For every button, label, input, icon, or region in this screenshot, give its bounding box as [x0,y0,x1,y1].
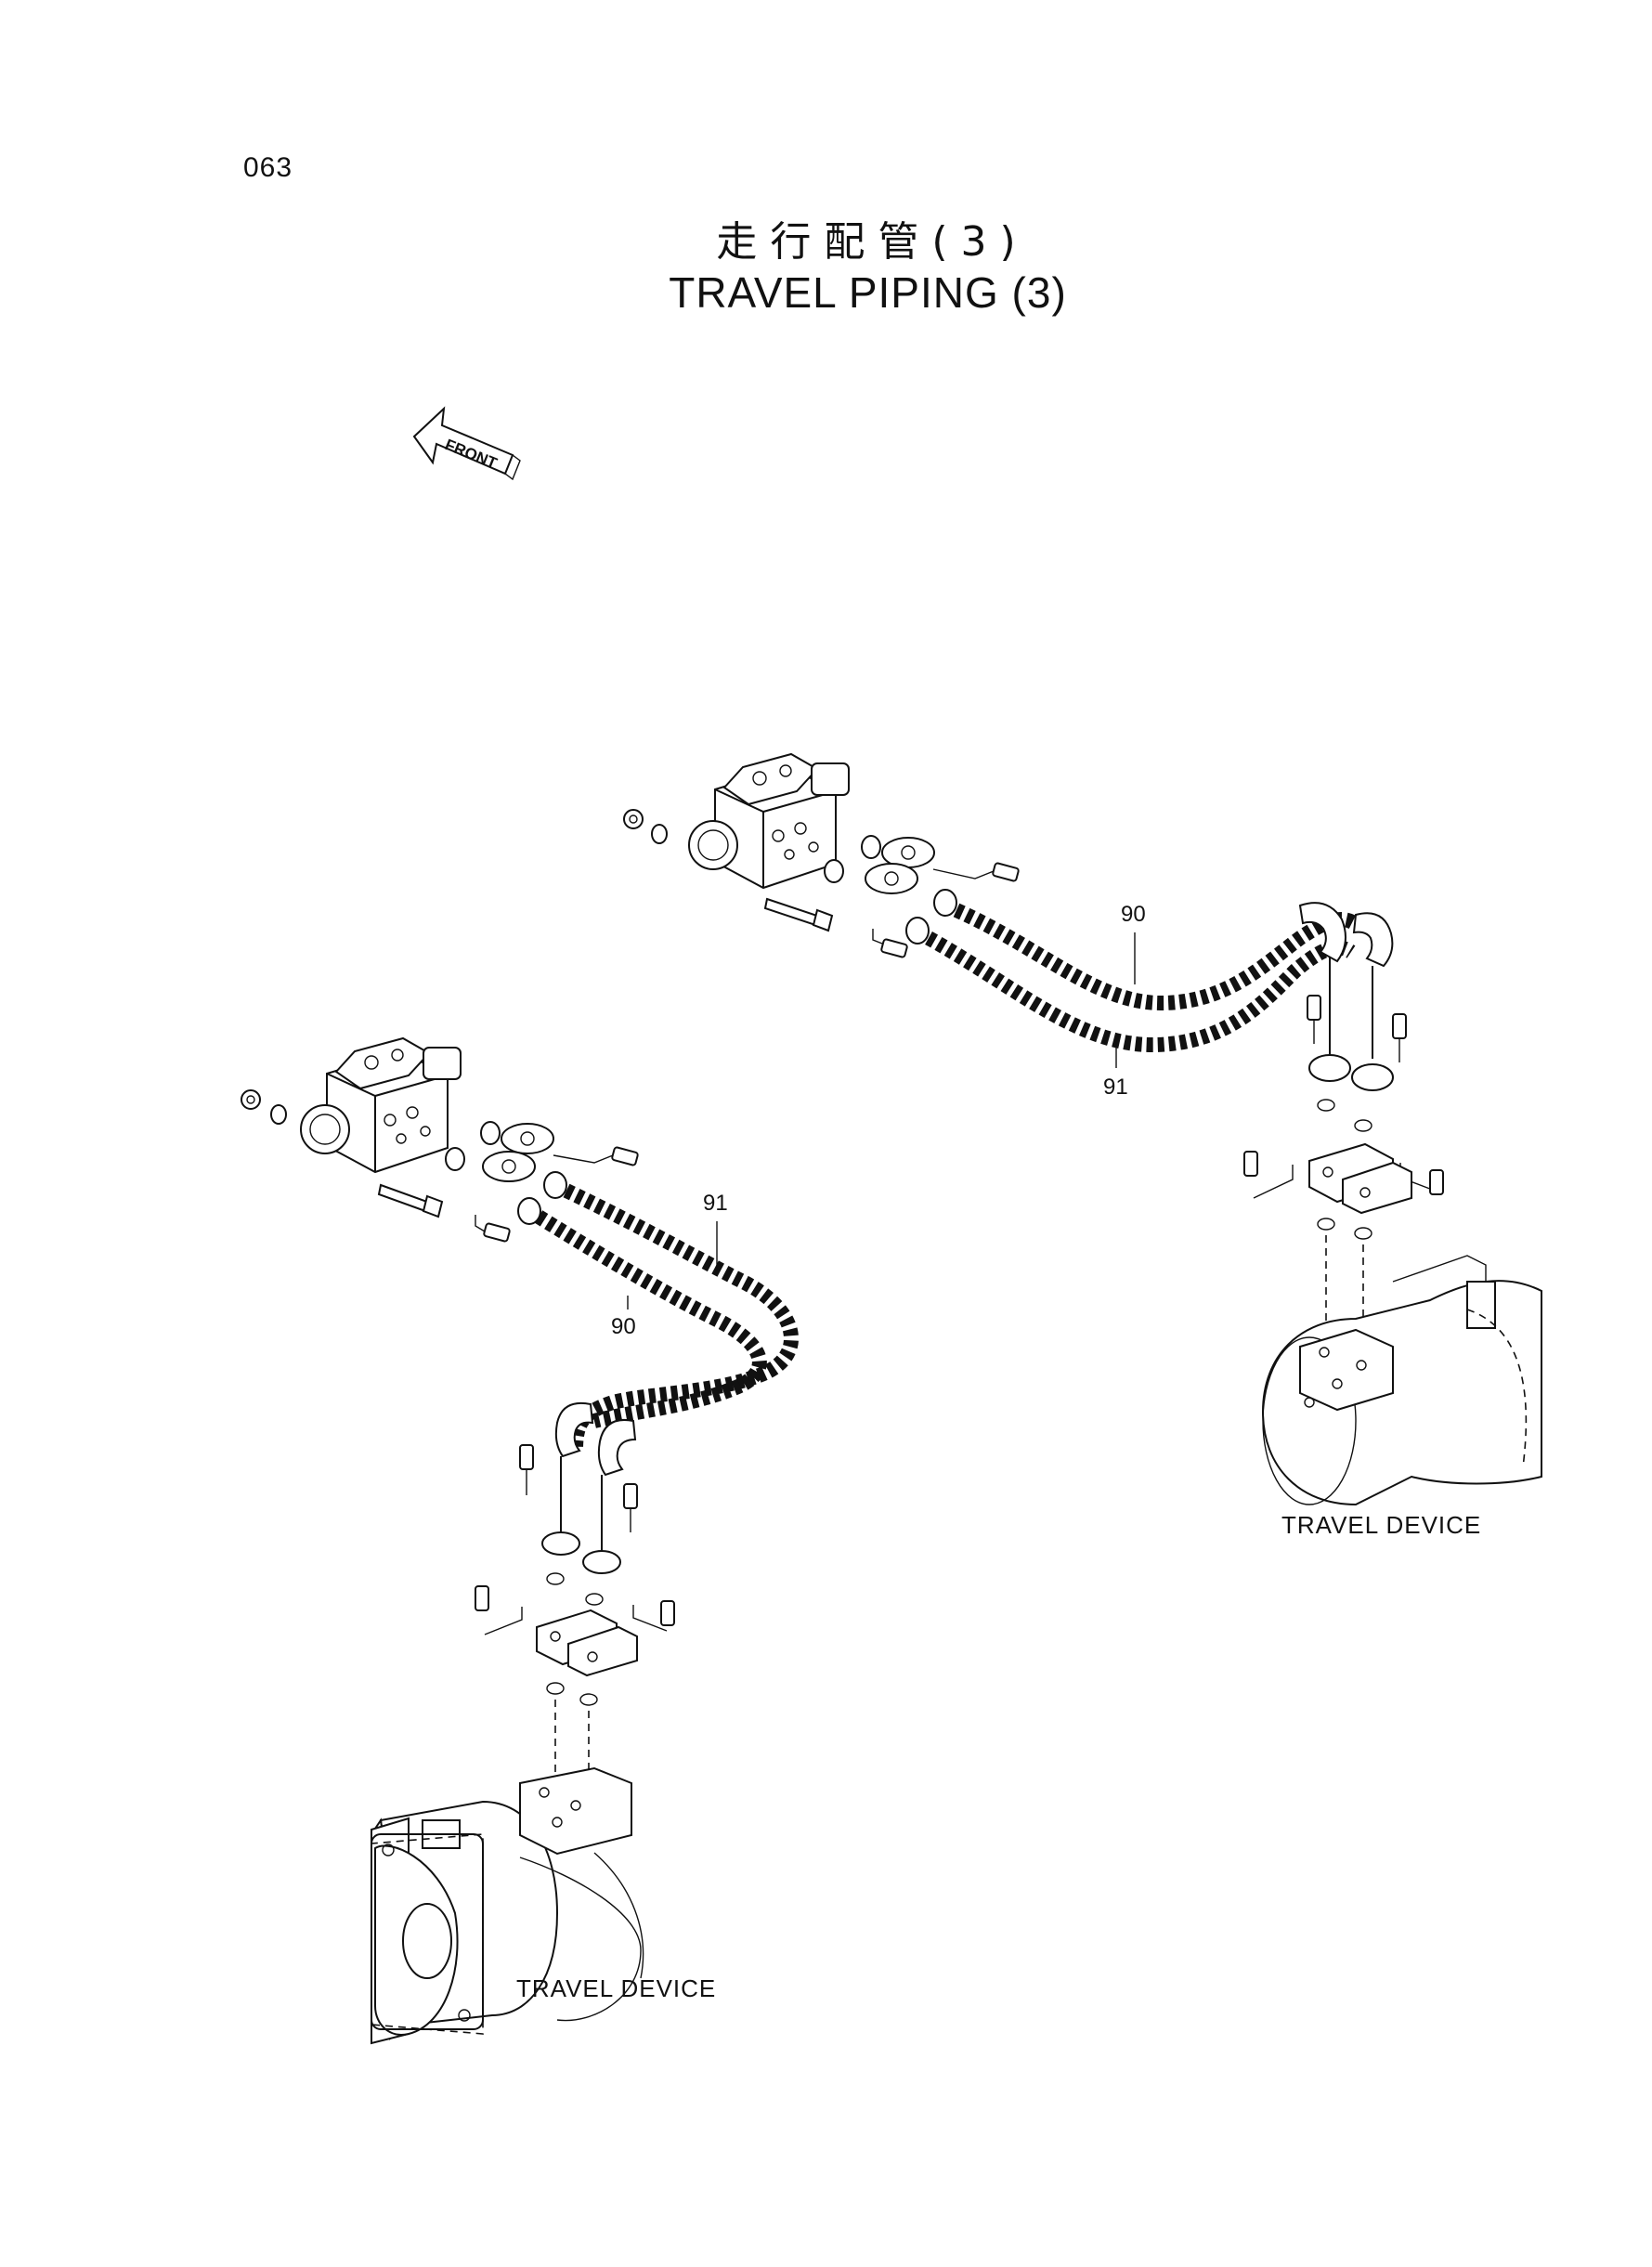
upper-valve-assembly [623,752,1020,958]
front-direction-arrow-icon: FRONT [412,406,521,481]
lower-valve-assembly [241,1036,639,1243]
upper-adapter-block [1243,1099,1444,1345]
part-label-90-lower: 90 [611,1314,636,1339]
right-travel-device [1261,1255,1542,1506]
page-title-japanese: 走行配管(3) [716,218,1029,266]
left-travel-device [370,1766,644,2045]
lower-hoses [517,1171,799,1574]
part-label-91-upper: 91 [1103,1075,1128,1100]
lower-adapter-block [475,1572,675,1806]
part-label-90-upper: 90 [1121,902,1146,927]
left-device-label: TRAVEL DEVICE [516,1974,716,2002]
page-number: 063 [243,152,293,183]
page-title-english: TRAVEL PIPING (3) [669,268,1067,317]
upper-hoses [905,889,1407,1091]
right-device-label: TRAVEL DEVICE [1281,1511,1481,1539]
part-label-91-lower: 91 [703,1191,728,1216]
